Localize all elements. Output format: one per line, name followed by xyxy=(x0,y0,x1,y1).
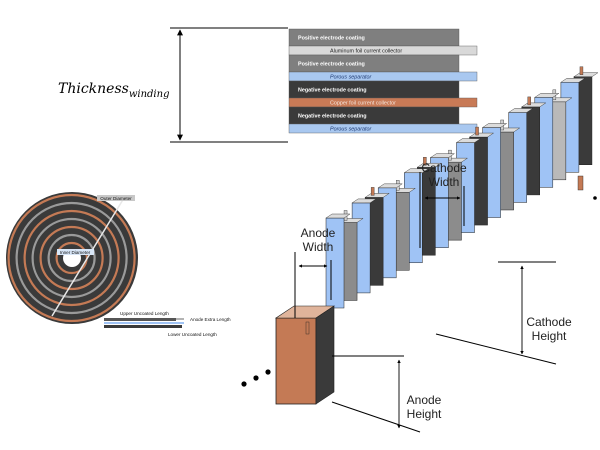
stacked-cell-section: Cathode Width Anode Width Cathode Height… xyxy=(241,66,599,433)
rear-anode-tab xyxy=(577,175,584,191)
stack-plate-top xyxy=(429,153,456,158)
spiral-winding-layer xyxy=(44,230,101,287)
anode-height-label-1: Anode xyxy=(407,393,442,407)
continuation-dot xyxy=(265,369,271,375)
anode-height-label-2: Height xyxy=(407,407,442,421)
layer-label: Negative electrode coating xyxy=(298,88,367,94)
spiral-winding-layer xyxy=(36,222,109,295)
layer-separator xyxy=(288,123,478,134)
anode-tab xyxy=(423,157,427,166)
layer-label: Porous separator xyxy=(330,75,372,81)
anode-tab xyxy=(370,187,375,196)
anode-width-label-2: Width xyxy=(303,240,334,254)
spiral-winding-section: Outer Diameter Inner Diameter Upper Unco… xyxy=(6,192,231,337)
anode-tab xyxy=(579,66,584,75)
outer-diameter-label: Outer Diameter xyxy=(100,196,132,201)
stack-plate-top xyxy=(325,213,351,219)
stack-plate-top xyxy=(377,183,403,189)
upper-uncoated-label: Upper Uncoated Length xyxy=(120,311,169,316)
stack-plate-top xyxy=(455,138,482,143)
layer-label: Positive electrode coating xyxy=(298,62,365,68)
layer-label: Porous separator xyxy=(330,127,372,133)
spiral-winding-layer xyxy=(23,209,120,307)
anode-tab xyxy=(305,321,310,335)
cathode-height-label-1: Cathode xyxy=(526,315,572,329)
thickness-subscript: winding xyxy=(129,89,170,100)
spiral-winding-layer xyxy=(31,217,112,299)
stack-plate-top xyxy=(351,198,377,204)
front-end-plate xyxy=(275,317,317,405)
stack-plate-top xyxy=(481,123,508,128)
spiral-winding-layer xyxy=(47,233,96,283)
cathode-height-label-2: Height xyxy=(532,329,567,343)
stack-plate-top xyxy=(573,72,599,77)
spiral-winding-layer xyxy=(12,198,133,319)
anode-width-label-1: Anode xyxy=(301,226,336,240)
spiral-winding-layer xyxy=(7,193,136,323)
spiral-winding-layer xyxy=(28,214,117,303)
anode-extra-label: Anode Extra Length xyxy=(190,317,231,322)
spiral-winding-layer xyxy=(20,206,125,311)
continuation-dot xyxy=(593,196,597,200)
cathode-width-label-1: Cathode xyxy=(421,161,467,175)
electrode-stack-3d xyxy=(275,66,599,405)
separator-tail xyxy=(104,322,184,324)
anode-tab xyxy=(527,96,531,106)
cathode-height-ext-bottom xyxy=(435,333,557,365)
layer-separator xyxy=(288,71,478,82)
anode-tab xyxy=(475,126,479,136)
continuation-dot xyxy=(241,381,247,387)
layer-label: Negative electrode coating xyxy=(298,114,367,120)
electrode-tail-lower xyxy=(104,325,182,328)
spiral-winding-layer xyxy=(15,201,128,315)
layer-label: Positive electrode coating xyxy=(298,36,365,42)
stack-plate-top xyxy=(508,108,534,113)
cathode-width-label-2: Width xyxy=(429,175,460,189)
spiral-winding-layer xyxy=(59,245,86,272)
layer-label: Copper foil current collector xyxy=(330,101,396,107)
stack-plate-top xyxy=(534,93,560,98)
spiral-winding-layer xyxy=(52,238,93,279)
diameter-line xyxy=(51,197,125,317)
stack-plate-top xyxy=(403,168,429,173)
electrode-tail-upper xyxy=(104,318,176,321)
winding-thickness-section: Thicknesswinding Positive electrode coat… xyxy=(58,27,478,143)
layer-label: Aluminum foil current collector xyxy=(330,49,402,55)
lower-uncoated-label: Lower Uncoated Length xyxy=(168,332,217,337)
outer-diameter-tag xyxy=(97,195,135,201)
thickness-label: Thicknesswinding xyxy=(58,81,169,100)
inner-diameter-label: Inner Diameter xyxy=(60,250,91,255)
spiral-winding-layer xyxy=(39,225,104,291)
stack-plate-top xyxy=(560,78,586,83)
front-end-plate-side xyxy=(315,305,335,405)
inner-diameter-tag xyxy=(57,249,94,255)
continuation-dot xyxy=(253,375,259,381)
spiral-jellyroll xyxy=(6,192,138,324)
anode-height-ext-bottom xyxy=(331,401,421,433)
